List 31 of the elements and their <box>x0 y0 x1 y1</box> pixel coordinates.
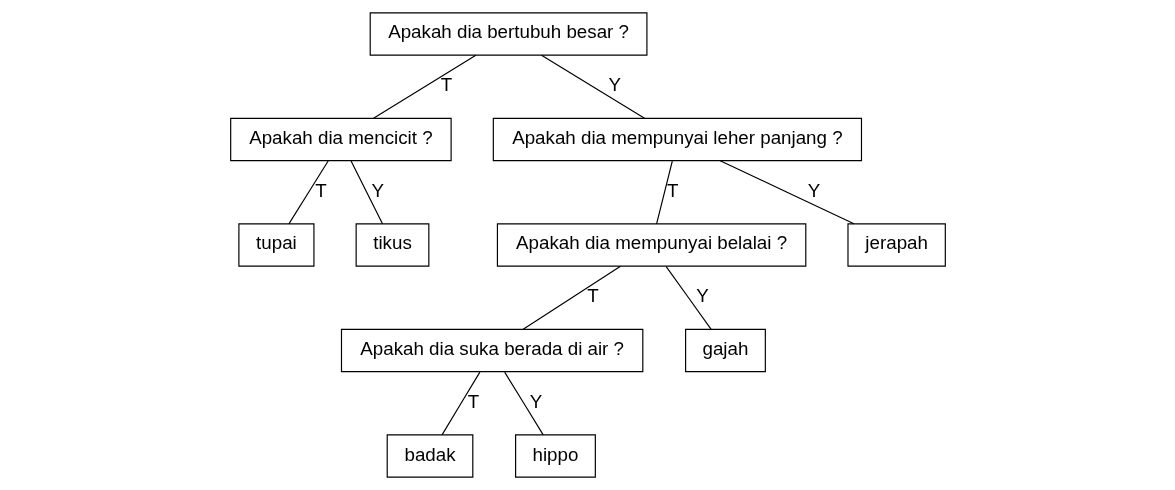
node-box: tikus <box>355 223 429 267</box>
edge-label: Y <box>371 179 384 201</box>
node-box: Apakah dia mempunyai belalai ? <box>496 223 806 267</box>
node-box: Apakah dia mempunyai leher panjang ? <box>492 117 862 162</box>
node-box: gajah <box>684 328 766 373</box>
node-box: badak <box>386 434 473 478</box>
edge-label: T <box>440 74 452 96</box>
node-box: Apakah dia mencicit ? <box>229 117 452 162</box>
edge-label: Y <box>607 74 621 96</box>
node-box: Apakah dia suka berada di air ? <box>340 328 643 373</box>
edge-label: Y <box>807 179 820 201</box>
connector <box>372 54 476 119</box>
edge-label: T <box>666 179 678 201</box>
connector <box>665 265 712 330</box>
connector <box>522 265 621 330</box>
node-box: tupai <box>237 223 315 267</box>
edge-label: T <box>586 285 599 307</box>
edge-label: T <box>467 390 479 412</box>
connector <box>655 160 673 225</box>
connector <box>287 160 329 225</box>
edge-label: T <box>314 179 327 201</box>
edge-label: Y <box>529 390 542 412</box>
edge-label: Y <box>695 285 709 307</box>
node-box: jerapah <box>846 223 946 267</box>
connector <box>350 160 383 225</box>
connector <box>719 160 855 225</box>
node-box: hippo <box>514 434 596 478</box>
connector <box>540 54 645 119</box>
connector <box>440 371 480 436</box>
node-box: Apakah dia bertubuh besar ? <box>369 12 647 56</box>
connector <box>503 371 544 436</box>
